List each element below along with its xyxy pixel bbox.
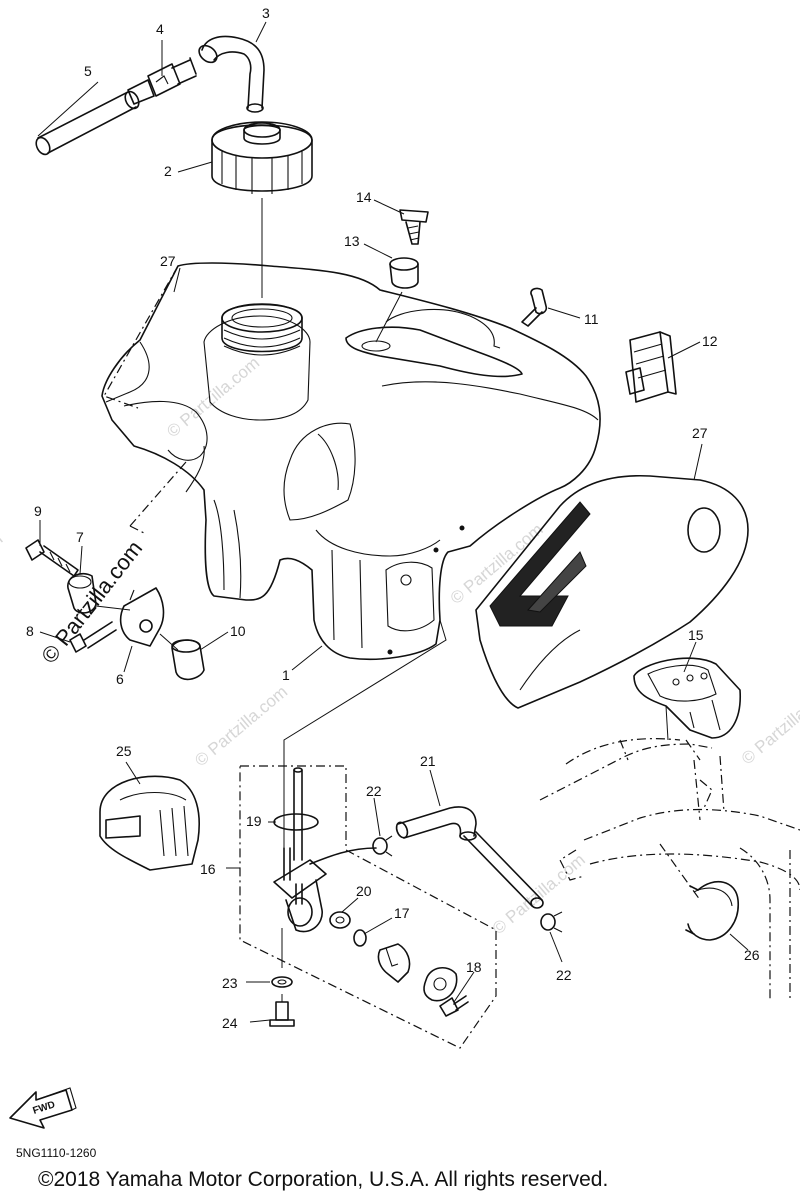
watermarks: © Partzilla.com © Partzilla.com © Partzi…	[0, 353, 800, 938]
part-11-bolt[interactable]	[521, 287, 548, 327]
label-part-22-upper: 22	[366, 783, 382, 799]
part-8-bolt[interactable]	[69, 621, 117, 653]
part-20-o-ring[interactable]	[329, 911, 351, 929]
frame-phantom	[539, 738, 800, 1000]
label-part-27-top: 27	[160, 253, 176, 269]
part-25-cover[interactable]	[99, 775, 200, 871]
part-12-clip[interactable]	[625, 331, 677, 403]
part-22-clip-lower[interactable]	[540, 911, 563, 933]
label-part-9: 9	[34, 503, 42, 519]
label-part-14: 14	[356, 189, 372, 205]
fuel-cock[interactable]	[273, 847, 377, 933]
diagram-code: 5NG1110-1260	[16, 1146, 97, 1160]
part-7-damper[interactable]	[67, 572, 97, 614]
label-part-17: 17	[394, 905, 410, 921]
copyright-notice: ©2018 Yamaha Motor Corporation, U.S.A. A…	[38, 1168, 609, 1191]
watermark-1: © Partzilla.com	[0, 529, 6, 617]
label-part-13: 13	[344, 233, 360, 249]
label-part-8: 8	[26, 623, 34, 639]
label-part-25: 25	[116, 743, 132, 759]
label-part-7: 7	[76, 529, 84, 545]
part-14-screw[interactable]	[399, 209, 429, 245]
part-18-screw[interactable]	[439, 995, 469, 1017]
label-part-19: 19	[246, 813, 262, 829]
label-part-26: 26	[744, 947, 760, 963]
part-labels: 5 4 3 2 14 13 11 12 27 27 9 7 8 6 10 1 1…	[26, 5, 760, 1031]
part-17-gasket[interactable]	[353, 929, 367, 947]
part-3-breather-hose[interactable]	[196, 35, 265, 113]
watermark-2: © Partzilla.com	[163, 353, 263, 441]
label-part-1: 1	[282, 667, 290, 683]
part-15-bracket[interactable]	[633, 657, 741, 739]
part-26-damper[interactable]	[685, 880, 739, 941]
label-part-12: 12	[702, 333, 718, 349]
part-19-filter[interactable]	[273, 767, 319, 861]
label-part-18: 18	[466, 959, 482, 975]
part-27-decal[interactable]	[475, 474, 749, 709]
part-22-clip-upper[interactable]	[372, 835, 393, 857]
part-13-damper[interactable]	[389, 257, 419, 289]
watermark-6: © Partzilla.com	[738, 680, 800, 768]
label-part-3: 3	[262, 5, 270, 21]
label-part-6: 6	[116, 671, 124, 687]
part-21-fuel-hose[interactable]	[395, 806, 544, 909]
label-part-10: 10	[230, 623, 246, 639]
part-4-valve[interactable]	[127, 57, 197, 105]
label-part-4: 4	[156, 21, 164, 37]
cock-lever[interactable]	[377, 943, 411, 983]
label-part-16: 16	[200, 861, 216, 877]
part-6-bracket[interactable]	[119, 587, 165, 647]
part-5-hose[interactable]	[33, 89, 141, 157]
label-part-22-lower: 22	[556, 967, 572, 983]
part-10-collar[interactable]	[171, 639, 205, 681]
watermark-5: © Partzilla.com	[489, 850, 589, 938]
label-part-27-right: 27	[692, 425, 708, 441]
label-part-20: 20	[356, 883, 372, 899]
part-2-tank-cap[interactable]	[211, 121, 313, 194]
part-9-bolt[interactable]	[25, 539, 79, 577]
label-part-5: 5	[84, 63, 92, 79]
part-23-washer[interactable]	[271, 976, 293, 988]
label-part-21: 21	[420, 753, 436, 769]
label-part-15: 15	[688, 627, 704, 643]
label-part-24: 24	[222, 1015, 238, 1031]
leader-lines	[37, 21, 749, 1023]
fwd-arrow-icon: FWD	[9, 1087, 77, 1129]
part-1-fuel-tank[interactable]	[101, 262, 601, 661]
cock-plate[interactable]	[423, 967, 458, 1002]
label-part-11: 11	[584, 311, 599, 327]
watermark-3: © Partzilla.com	[191, 682, 291, 770]
label-part-2: 2	[164, 163, 172, 179]
label-part-23: 23	[222, 975, 238, 991]
part-16-group-box	[239, 765, 497, 1049]
part-24-bolt[interactable]	[269, 994, 295, 1027]
